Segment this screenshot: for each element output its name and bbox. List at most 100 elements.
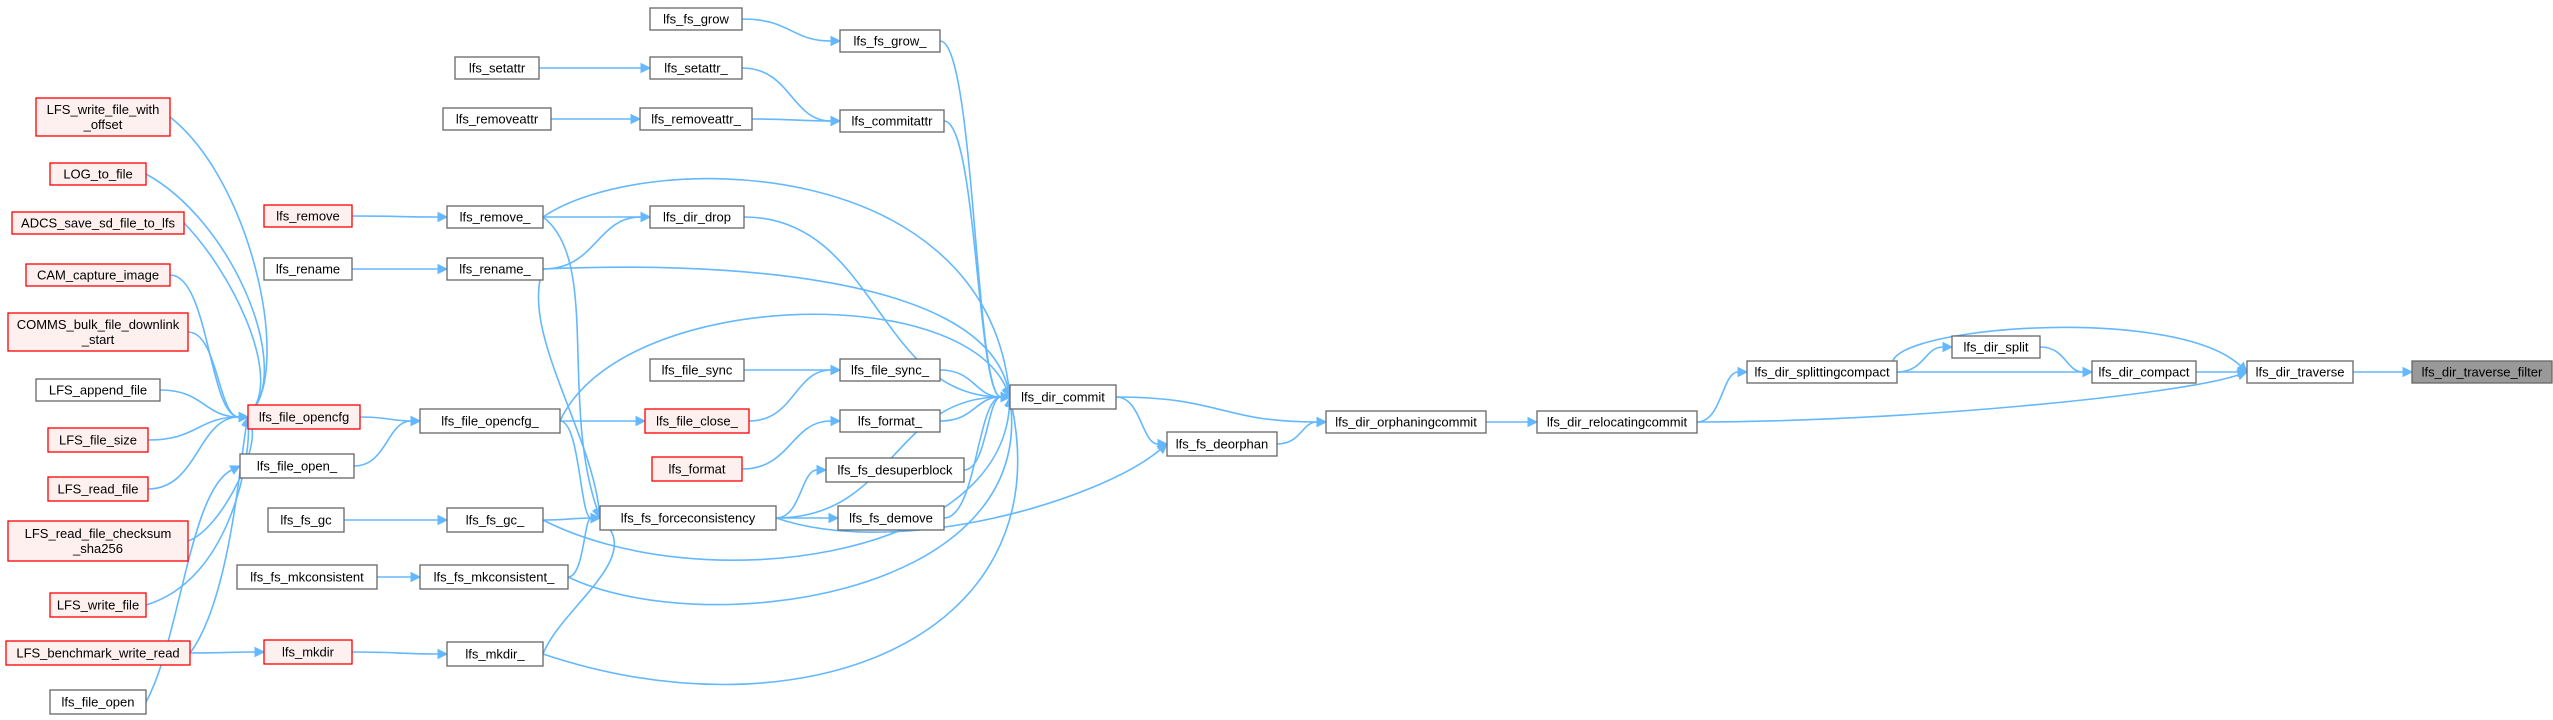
node-filesync[interactable]: lfs_file_sync	[649, 358, 745, 382]
node-box	[35, 378, 161, 402]
node-readfile[interactable]: LFS_read_file	[47, 476, 149, 502]
node-bench[interactable]: LFS_benchmark_write_read	[5, 640, 191, 666]
node-mkdir[interactable]: lfs_mkdir	[263, 639, 353, 665]
node-label: lfs_fs_demove	[849, 511, 933, 526]
call-edge	[542, 517, 592, 521]
call-edge	[169, 116, 268, 411]
call-edge	[559, 420, 592, 519]
node-append[interactable]: LFS_append_file	[35, 378, 161, 402]
node-desuper[interactable]: lfs_fs_desuperblock	[825, 457, 965, 483]
node-box	[442, 107, 552, 131]
node-setattr[interactable]: lfs_setattr	[454, 56, 540, 80]
call-edge	[1276, 421, 1318, 445]
node-dirdrop[interactable]: lfs_dir_drop	[649, 205, 745, 229]
node-label: lfs_dir_commit	[1021, 390, 1105, 405]
node-adcs[interactable]: ADCS_save_sd_file_to_lfs	[11, 211, 185, 235]
node-box	[25, 263, 171, 287]
node-filesync-[interactable]: lfs_file_sync_	[839, 358, 941, 382]
node-box	[1325, 410, 1487, 434]
node-mkcons-[interactable]: lfs_fs_mkconsistent_	[419, 564, 569, 590]
node-rename-[interactable]: lfs_rename_	[446, 257, 544, 281]
node-box	[446, 205, 544, 229]
edge-arrowhead	[816, 464, 828, 476]
call-edge	[145, 173, 266, 411]
node-fileopen[interactable]: lfs_file_open	[49, 689, 147, 715]
node-format-[interactable]: lfs_format_	[839, 409, 941, 433]
node-mkdir-[interactable]: lfs_mkdir_	[446, 641, 544, 667]
node-filesize[interactable]: LFS_file_size	[47, 427, 149, 453]
node-label: lfs_fs_deorphan	[1176, 437, 1269, 452]
node-box	[446, 507, 544, 533]
node-label: lfs_fs_forceconsistency	[621, 511, 756, 526]
node-compact[interactable]: lfs_dir_compact	[2091, 360, 2197, 384]
node-box	[49, 162, 147, 186]
edge-arrowhead	[635, 415, 647, 427]
node-label: lfs_format	[668, 462, 725, 477]
node-traverse[interactable]: lfs_dir_traverse	[2246, 360, 2354, 384]
node-orphaning[interactable]: lfs_dir_orphaningcommit	[1325, 410, 1487, 434]
call-edge	[542, 216, 598, 510]
call-edge	[1892, 326, 2241, 373]
node-fileclose-[interactable]: lfs_file_close_	[644, 408, 750, 434]
node-filter[interactable]: lfs_dir_traverse_filter	[2411, 360, 2553, 384]
node-fsgrow[interactable]: lfs_fs_grow	[649, 7, 743, 31]
node-label: lfs_dir_relocatingcommit	[1547, 415, 1688, 430]
node-cam[interactable]: CAM_capture_image	[25, 263, 171, 287]
node-comms[interactable]: COMMS_bulk_file_downlink_start	[7, 312, 189, 352]
node-lfswrite-off[interactable]: LFS_write_file_with_offset	[35, 97, 171, 137]
call-edge	[1115, 396, 1318, 423]
node-fileopen-[interactable]: lfs_file_open_	[239, 453, 355, 479]
node-setattr-[interactable]: lfs_setattr_	[649, 56, 743, 80]
call-edge	[939, 369, 1002, 398]
node-gc[interactable]: lfs_fs_gc	[267, 507, 345, 533]
node-box	[644, 408, 750, 434]
node-splitting[interactable]: lfs_dir_splittingcompact	[1746, 360, 1898, 384]
node-logtofile[interactable]: LOG_to_file	[49, 162, 147, 186]
edge-arrowhead	[590, 512, 602, 524]
call-edge	[1696, 374, 2239, 423]
node-remove[interactable]: lfs_remove	[263, 204, 353, 228]
node-rmattr[interactable]: lfs_removeattr	[442, 107, 552, 131]
call-edge	[189, 425, 248, 654]
node-gc-[interactable]: lfs_fs_gc_	[446, 507, 544, 533]
node-label: lfs_removeattr	[456, 112, 539, 127]
node-box	[599, 505, 777, 531]
node-box	[1536, 410, 1698, 434]
node-demove[interactable]: lfs_fs_demove	[837, 505, 945, 531]
node-format[interactable]: lfs_format	[651, 456, 743, 482]
node-label: _sha256	[72, 541, 123, 556]
node-readsha[interactable]: LFS_read_file_checksum_sha256	[7, 520, 189, 562]
node-box	[419, 408, 561, 434]
edge-arrowhead	[2236, 370, 2249, 381]
call-edge	[741, 18, 832, 42]
node-opencfg-[interactable]: lfs_file_opencfg_	[419, 408, 561, 434]
edge-arrowhead	[630, 113, 642, 125]
node-split[interactable]: lfs_dir_split	[1951, 335, 2041, 359]
node-fsgrow-[interactable]: lfs_fs_grow_	[839, 29, 941, 53]
node-box	[47, 427, 149, 453]
node-label: _offset	[83, 117, 123, 132]
node-box	[263, 639, 353, 665]
node-rmattr-[interactable]: lfs_removeattr_	[639, 107, 753, 131]
node-force[interactable]: lfs_fs_forceconsistency	[599, 505, 777, 531]
call-edge	[147, 416, 240, 490]
edge-arrowhead	[640, 62, 652, 74]
node-box	[1166, 431, 1278, 457]
node-box	[649, 358, 745, 382]
node-mkcons[interactable]: lfs_fs_mkconsistent	[236, 564, 378, 590]
node-remove-[interactable]: lfs_remove_	[446, 205, 544, 229]
node-writefile[interactable]: LFS_write_file	[49, 592, 147, 618]
node-deorphan[interactable]: lfs_fs_deorphan	[1166, 431, 1278, 457]
edge-arrowhead	[830, 415, 842, 427]
node-opencfg[interactable]: lfs_file_opencfg	[247, 404, 361, 430]
edge-arrowhead	[1942, 341, 1954, 353]
node-label: lfs_setattr_	[664, 61, 728, 76]
node-commitattr[interactable]: lfs_commitattr	[839, 109, 945, 133]
node-label: COMMS_bulk_file_downlink	[17, 317, 180, 332]
node-relocating[interactable]: lfs_dir_relocatingcommit	[1536, 410, 1698, 434]
node-label: lfs_file_open	[62, 695, 135, 710]
node-label: lfs_format_	[858, 414, 923, 429]
node-rename[interactable]: lfs_rename	[263, 257, 353, 281]
node-commit[interactable]: lfs_dir_commit	[1009, 384, 1117, 410]
call-edge	[183, 222, 262, 411]
